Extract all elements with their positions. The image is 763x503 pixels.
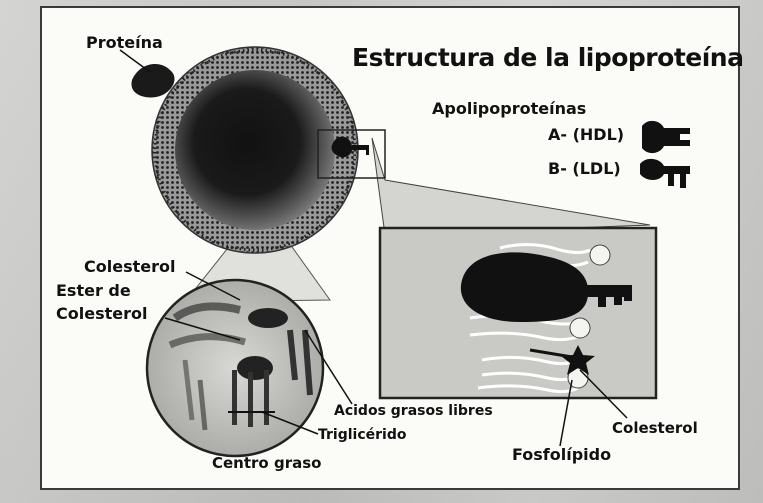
label-apolipoproteins: Apolipoproteínas: [432, 100, 586, 118]
label-ester-line1: Ester de: [56, 282, 131, 300]
apo-b-icon: [640, 159, 690, 188]
zoom-cone-right: [372, 138, 650, 235]
label-protein: Proteína: [86, 34, 163, 52]
label-free-fatty-acids: Acidos grasos libres: [334, 404, 493, 419]
apo-a-icon: [642, 121, 690, 153]
label-apo-b: B- (LDL): [548, 160, 621, 178]
label-apo-a: A- (HDL): [548, 126, 624, 144]
label-triglyceride: Triglicérido: [318, 428, 406, 443]
label-fatty-core: Centro graso: [212, 455, 321, 472]
label-cholesterol-right: Colesterol: [612, 420, 698, 437]
lipoprotein-sphere: [152, 47, 358, 253]
label-ester-line2: Colesterol: [56, 305, 147, 323]
label-phospholipid: Fosfolípido: [512, 446, 611, 464]
fatty-core-magnifier: [147, 280, 323, 456]
protein-blob: [131, 64, 174, 97]
label-cholesterol-left: Colesterol: [84, 258, 175, 276]
diagram-title: Estructura de la lipoproteína: [352, 44, 743, 72]
